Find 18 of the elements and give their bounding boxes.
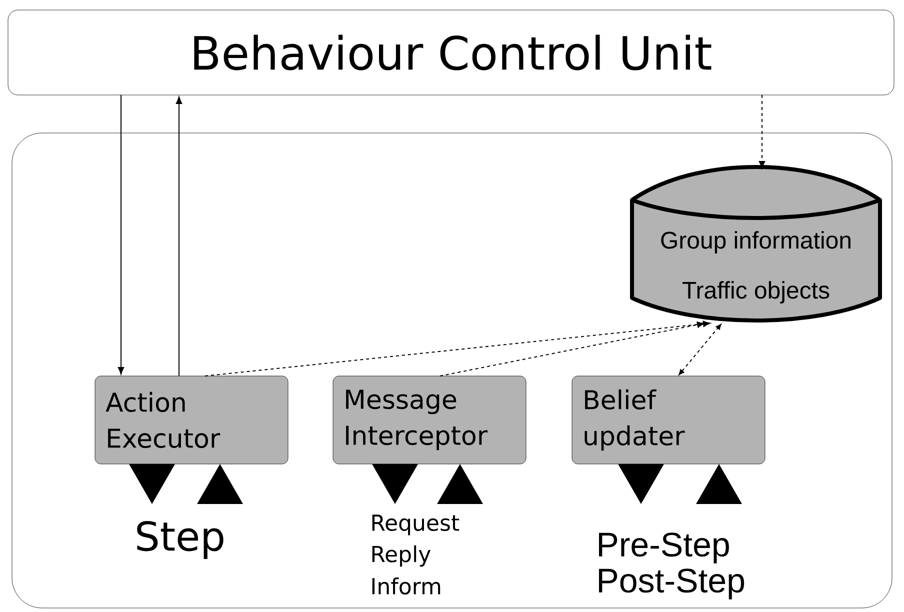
arrow [678, 324, 722, 376]
port-label: Request [372, 514, 460, 536]
arrow [440, 322, 705, 376]
arrow [204, 320, 711, 376]
port-label: Pre-Step [599, 532, 729, 564]
process-box: Message Interceptor [332, 376, 526, 464]
database-cylinder: Group information Traffic objects [630, 165, 882, 322]
port-label: Step [137, 520, 224, 559]
port-label: Reply [372, 545, 431, 567]
container-box [12, 132, 892, 608]
arrow [176, 96, 182, 376]
title-box: Behaviour Control Unit [8, 10, 894, 96]
arrow [758, 94, 766, 168]
process-box: Belief updater [572, 376, 766, 464]
port-label: Inform [372, 577, 440, 594]
arrow [118, 94, 124, 374]
port-label: Post-Step [599, 568, 744, 600]
process-box: Action Executor [94, 376, 288, 464]
